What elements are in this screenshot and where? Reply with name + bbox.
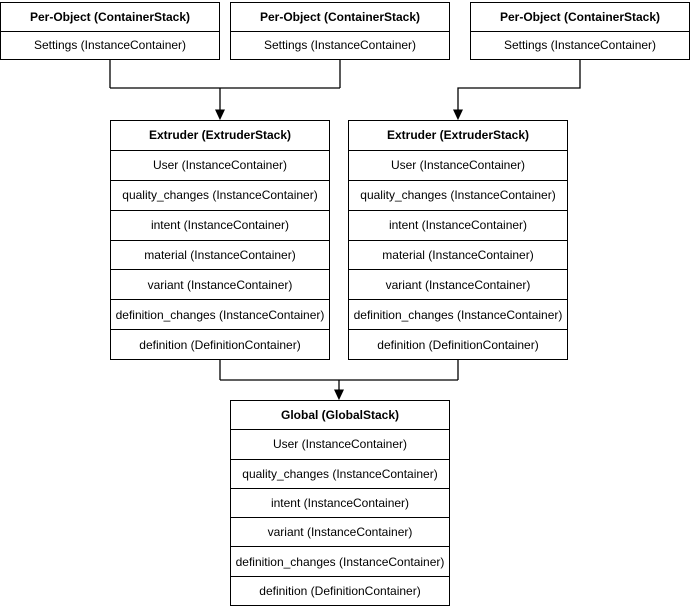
node-extruder-2-row-user: User (InstanceContainer) (349, 149, 567, 180)
node-extruder-2-row-material: material (InstanceContainer) (349, 239, 567, 270)
node-extruder-1-row-variant: variant (InstanceContainer) (111, 269, 329, 299)
node-extruder-2-row-variant: variant (InstanceContainer) (349, 269, 567, 299)
edge-extruders-to-global (219, 359, 459, 390)
node-extruder-1-row-intent: intent (InstanceContainer) (111, 209, 329, 240)
node-per-object-1-title: Per-Object (ContainerStack) (29, 9, 191, 24)
arrowhead-extruder1 (215, 109, 225, 121)
node-global-row-user: User (InstanceContainer) (231, 429, 449, 458)
node-global-row-definition-changes: definition_changes (InstanceContainer) (231, 546, 449, 575)
node-extruder-1: Extruder (ExtruderStack) User (InstanceC… (110, 120, 330, 360)
node-extruder-2-row-intent: intent (InstanceContainer) (349, 209, 567, 240)
node-per-object-3-title: Per-Object (ContainerStack) (499, 9, 661, 24)
arrowhead-extruder2 (453, 109, 463, 121)
node-extruder-2-row-definition-changes: definition_changes (InstanceContainer) (349, 299, 567, 329)
node-extruder-1-row-material: material (InstanceContainer) (111, 239, 329, 270)
node-per-object-1-row-settings: Settings (InstanceContainer) (1, 30, 219, 60)
node-per-object-3: Per-Object (ContainerStack) Settings (In… (470, 2, 690, 60)
node-extruder-1-title: Extruder (ExtruderStack) (148, 128, 292, 143)
node-extruder-2-row-definition: definition (DefinitionContainer) (349, 329, 567, 359)
node-extruder-2-row-quality-changes: quality_changes (InstanceContainer) (349, 179, 567, 210)
node-global-title: Global (GlobalStack) (280, 408, 400, 423)
node-global-stack: Global (GlobalStack) User (InstanceConta… (230, 400, 450, 606)
node-extruder-2-title: Extruder (ExtruderStack) (386, 128, 530, 143)
node-per-object-2-title: Per-Object (ContainerStack) (259, 9, 421, 24)
node-extruder-1-row-quality-changes: quality_changes (InstanceContainer) (111, 179, 329, 210)
node-per-object-3-row-settings: Settings (InstanceContainer) (471, 30, 689, 60)
node-per-object-2: Per-Object (ContainerStack) Settings (In… (230, 2, 450, 60)
node-per-object-1: Per-Object (ContainerStack) Settings (In… (0, 2, 220, 60)
node-global-row-variant: variant (InstanceContainer) (231, 517, 449, 546)
node-per-object-2-row-settings: Settings (InstanceContainer) (231, 30, 449, 60)
node-extruder-2: Extruder (ExtruderStack) User (InstanceC… (348, 120, 568, 360)
node-global-row-intent: intent (InstanceContainer) (231, 487, 449, 517)
edge-perobject3-to-extruder2 (457, 59, 581, 110)
node-extruder-1-row-definition: definition (DefinitionContainer) (111, 329, 329, 359)
node-extruder-1-row-definition-changes: definition_changes (InstanceContainer) (111, 299, 329, 329)
arrowhead-global (334, 389, 344, 401)
edge-perobjects-to-extruder1 (109, 59, 341, 110)
node-extruder-1-row-user: User (InstanceContainer) (111, 149, 329, 180)
node-global-row-quality-changes: quality_changes (InstanceContainer) (231, 458, 449, 488)
node-global-row-definition: definition (DefinitionContainer) (231, 575, 449, 605)
